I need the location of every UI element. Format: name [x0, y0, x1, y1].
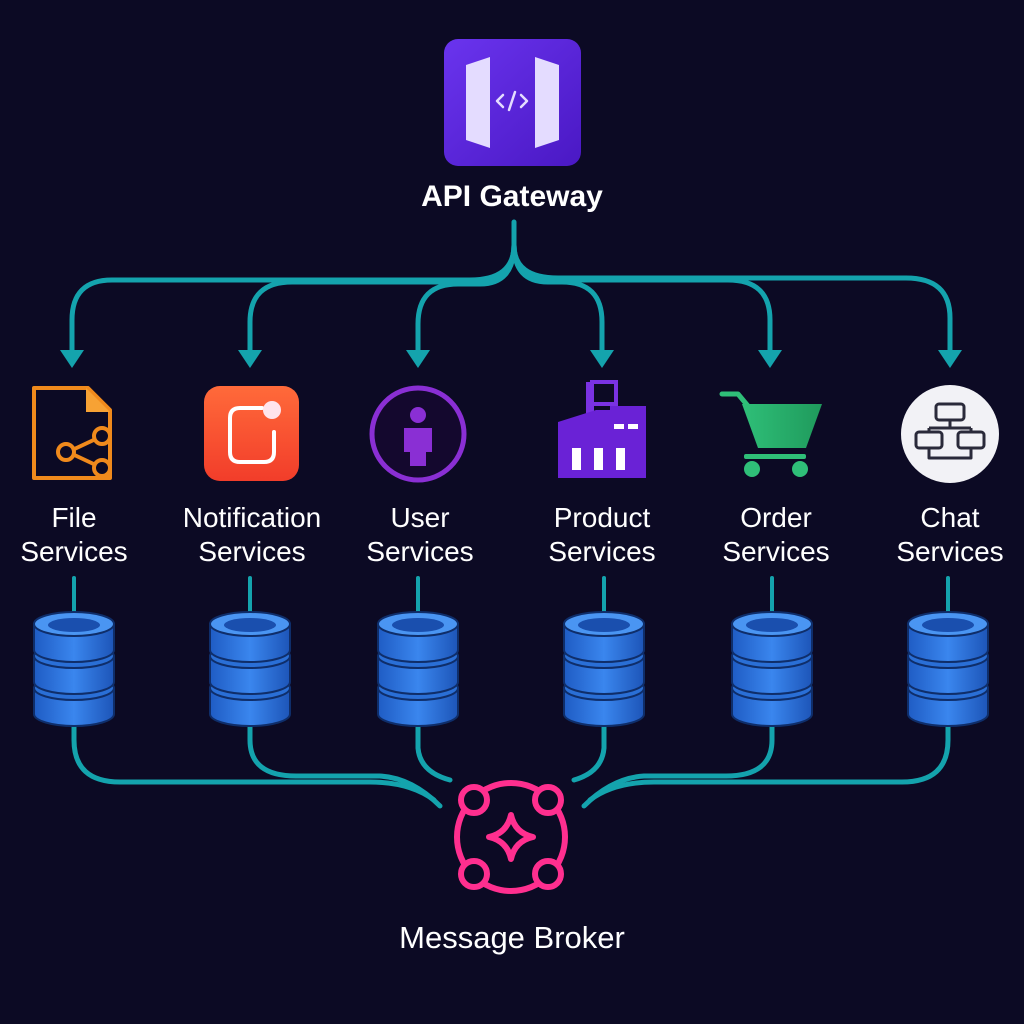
broker-connectors: [71, 715, 951, 809]
user-icon[interactable]: [369, 385, 467, 483]
shopping-cart-icon[interactable]: [719, 391, 822, 477]
connector-to-order: [511, 242, 773, 355]
chat-network-icon[interactable]: [901, 385, 999, 483]
database-icon-file: [33, 611, 115, 727]
database-icon-order: [731, 611, 813, 727]
gateway-connectors: [69, 219, 953, 355]
arrowhead-chat: [938, 350, 962, 368]
service-label-chat: Chat Services: [896, 502, 1004, 567]
api-gateway-label: API Gateway: [421, 180, 603, 213]
api-gateway-icon[interactable]: [444, 39, 581, 166]
factory-icon[interactable]: [558, 380, 646, 478]
connector-to-notification: [247, 242, 517, 355]
database-icon-notification: [209, 611, 291, 727]
notification-icon[interactable]: [204, 386, 299, 481]
arrowhead-notification: [238, 350, 262, 368]
gateway-arrowheads: [60, 350, 962, 368]
database-icon-chat: [907, 611, 989, 727]
service-db-links: [72, 576, 950, 614]
message-broker-icon[interactable]: [454, 780, 568, 894]
database-icon-user: [377, 611, 459, 727]
service-label-notification: Notification Services: [182, 502, 322, 567]
arrowhead-product: [590, 350, 614, 368]
service-label-order: Order Services: [722, 502, 830, 567]
connector-to-user: [415, 242, 517, 355]
message-broker-label: Message Broker: [399, 920, 625, 955]
arrowhead-order: [758, 350, 782, 368]
service-label-file: File Services: [20, 502, 128, 567]
file-share-icon[interactable]: [32, 386, 112, 480]
database-icon-product: [563, 611, 645, 727]
service-label-product: Product Services: [548, 502, 656, 567]
connector-to-product: [511, 242, 605, 355]
arrowhead-file: [60, 350, 84, 368]
service-label-user: User Services: [366, 502, 474, 567]
code-brackets-icon: [495, 90, 529, 112]
connector-to-chat: [511, 242, 953, 355]
arrowhead-user: [406, 350, 430, 368]
